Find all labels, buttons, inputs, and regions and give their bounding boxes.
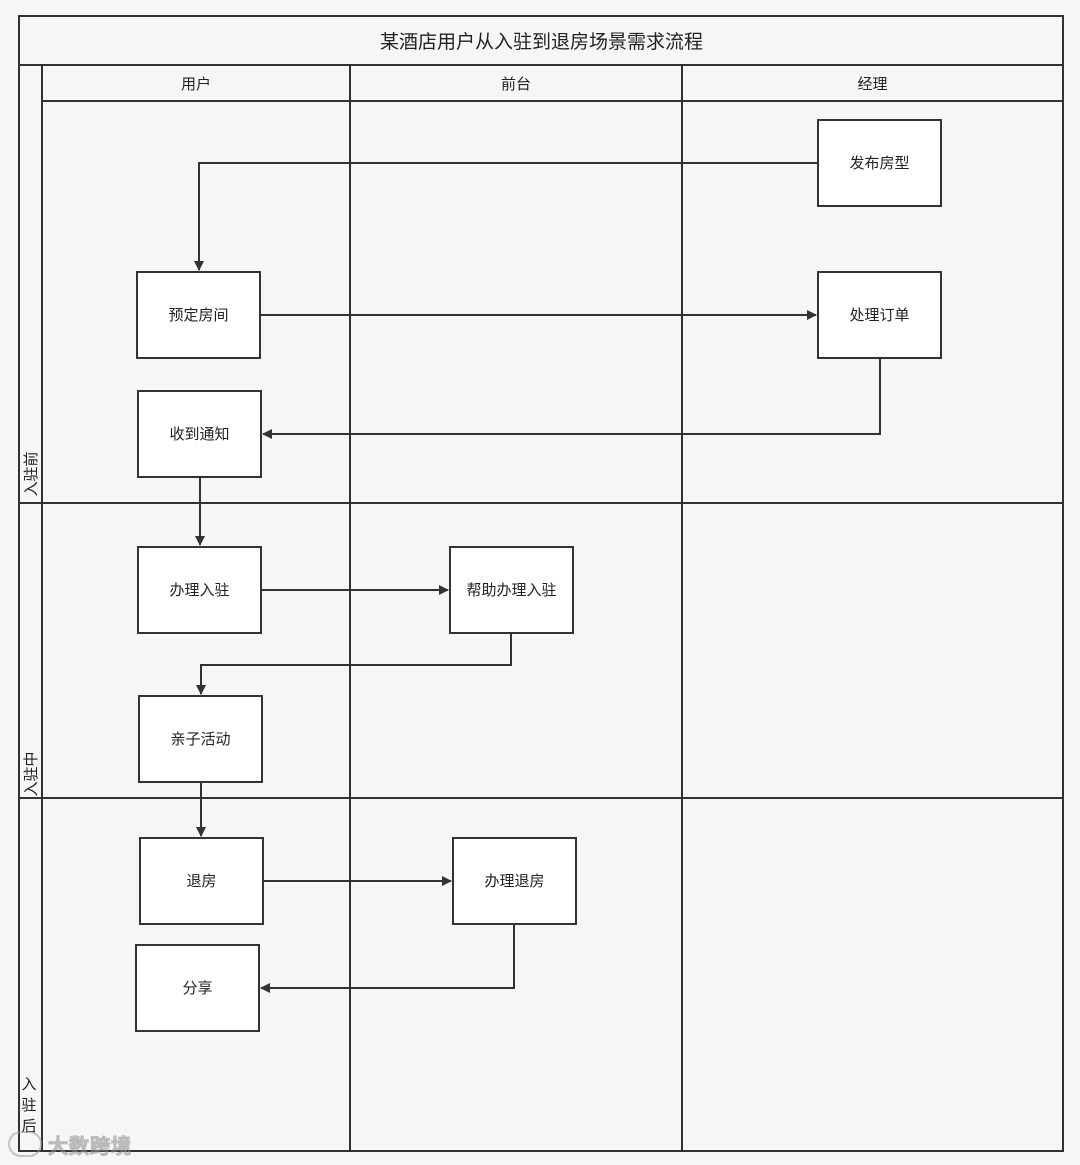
phase-label-after: 入驻后 [21,1075,37,1135]
lane-header-front-desk: 前台 [500,75,531,93]
node-book-room [136,271,261,359]
watermark: 大数跨境 [8,1128,132,1160]
node-label-receive-notice: 收到通知 [169,425,230,443]
lane-header-user: 用户 [180,75,211,93]
brand-logo-icon [8,1131,42,1157]
node-label-help-check-in: 帮助办理入驻 [466,581,557,599]
phase-label-during: 入驻中 [22,751,40,797]
node-label-family-activity: 亲子活动 [170,730,231,748]
edge-help-to-family-activity [196,633,512,695]
node-share [135,944,260,1032]
node-label-book-room: 预定房间 [168,306,229,324]
node-label-share: 分享 [182,979,213,997]
node-label-check-out: 退房 [186,872,217,890]
node-publish-room-type [817,119,942,207]
edge-publish-to-book [194,162,818,271]
node-process-check-out [452,837,577,925]
node-label-check-in: 办理入驻 [169,581,230,599]
node-check-out [139,837,264,925]
node-label-process-check-out: 办理退房 [484,872,545,890]
edge-process-check-out-to-share [260,924,515,993]
edge-process-order-to-notice [262,358,881,439]
node-check-in [137,546,262,634]
node-process-order [817,271,942,359]
node-family-activity [138,695,263,783]
node-label-process-order: 处理订单 [849,306,910,324]
node-receive-notice [137,390,262,478]
lane-header-manager: 经理 [857,75,888,93]
node-label-publish-room-type: 发布房型 [849,154,910,172]
node-help-check-in [449,546,574,634]
diagram-title: 某酒店用户从入驻到退房场景需求流程 [379,31,703,53]
phase-label-before: 入驻前 [22,451,40,497]
watermark-text: 大数跨境 [48,1133,132,1158]
